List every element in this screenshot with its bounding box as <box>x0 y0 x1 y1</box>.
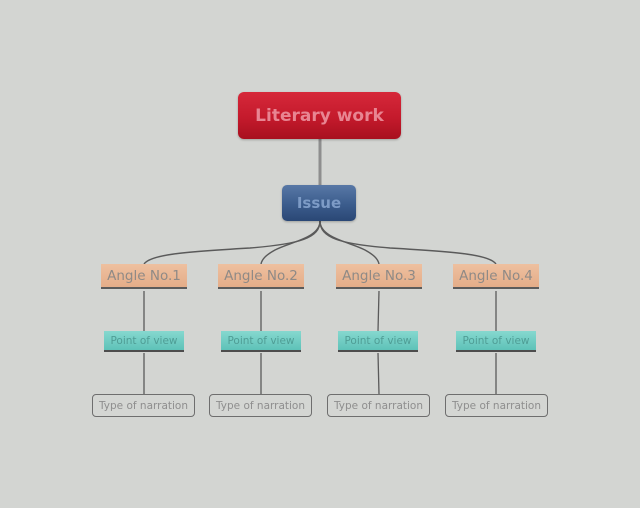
point-of-view-node-3[interactable]: Point of view <box>338 331 418 352</box>
angle-node-label: Angle No.2 <box>224 267 298 284</box>
angle-node-3[interactable]: Angle No.3 <box>336 264 422 289</box>
point-of-view-label: Point of view <box>110 334 178 347</box>
point-of-view-node-2[interactable]: Point of view <box>221 331 301 352</box>
angle-node-label: Angle No.3 <box>342 267 416 284</box>
angle-node-4[interactable]: Angle No.4 <box>453 264 539 289</box>
angle-node-label: Angle No.1 <box>107 267 181 284</box>
point-of-view-label: Point of view <box>462 334 530 347</box>
connector-branches <box>143 290 497 395</box>
narration-label: Type of narration <box>452 399 541 412</box>
issue-node-label: Issue <box>296 194 342 212</box>
point-of-view-node-1[interactable]: Point of view <box>104 331 184 352</box>
narration-node-4[interactable]: Type of narration <box>445 394 548 417</box>
angle-node-2[interactable]: Angle No.2 <box>218 264 304 289</box>
root-node-literary-work[interactable]: Literary work <box>238 92 401 139</box>
narration-label: Type of narration <box>216 399 305 412</box>
narration-node-2[interactable]: Type of narration <box>209 394 312 417</box>
point-of-view-label: Point of view <box>227 334 295 347</box>
connector-issue-angles <box>143 220 497 265</box>
issue-node[interactable]: Issue <box>282 185 356 221</box>
angle-node-label: Angle No.4 <box>459 267 533 284</box>
point-of-view-label: Point of view <box>344 334 412 347</box>
point-of-view-node-4[interactable]: Point of view <box>456 331 536 352</box>
narration-label: Type of narration <box>334 399 423 412</box>
angle-node-1[interactable]: Angle No.1 <box>101 264 187 289</box>
narration-node-1[interactable]: Type of narration <box>92 394 195 417</box>
narration-label: Type of narration <box>99 399 188 412</box>
root-node-label: Literary work <box>255 105 384 126</box>
narration-node-3[interactable]: Type of narration <box>327 394 430 417</box>
